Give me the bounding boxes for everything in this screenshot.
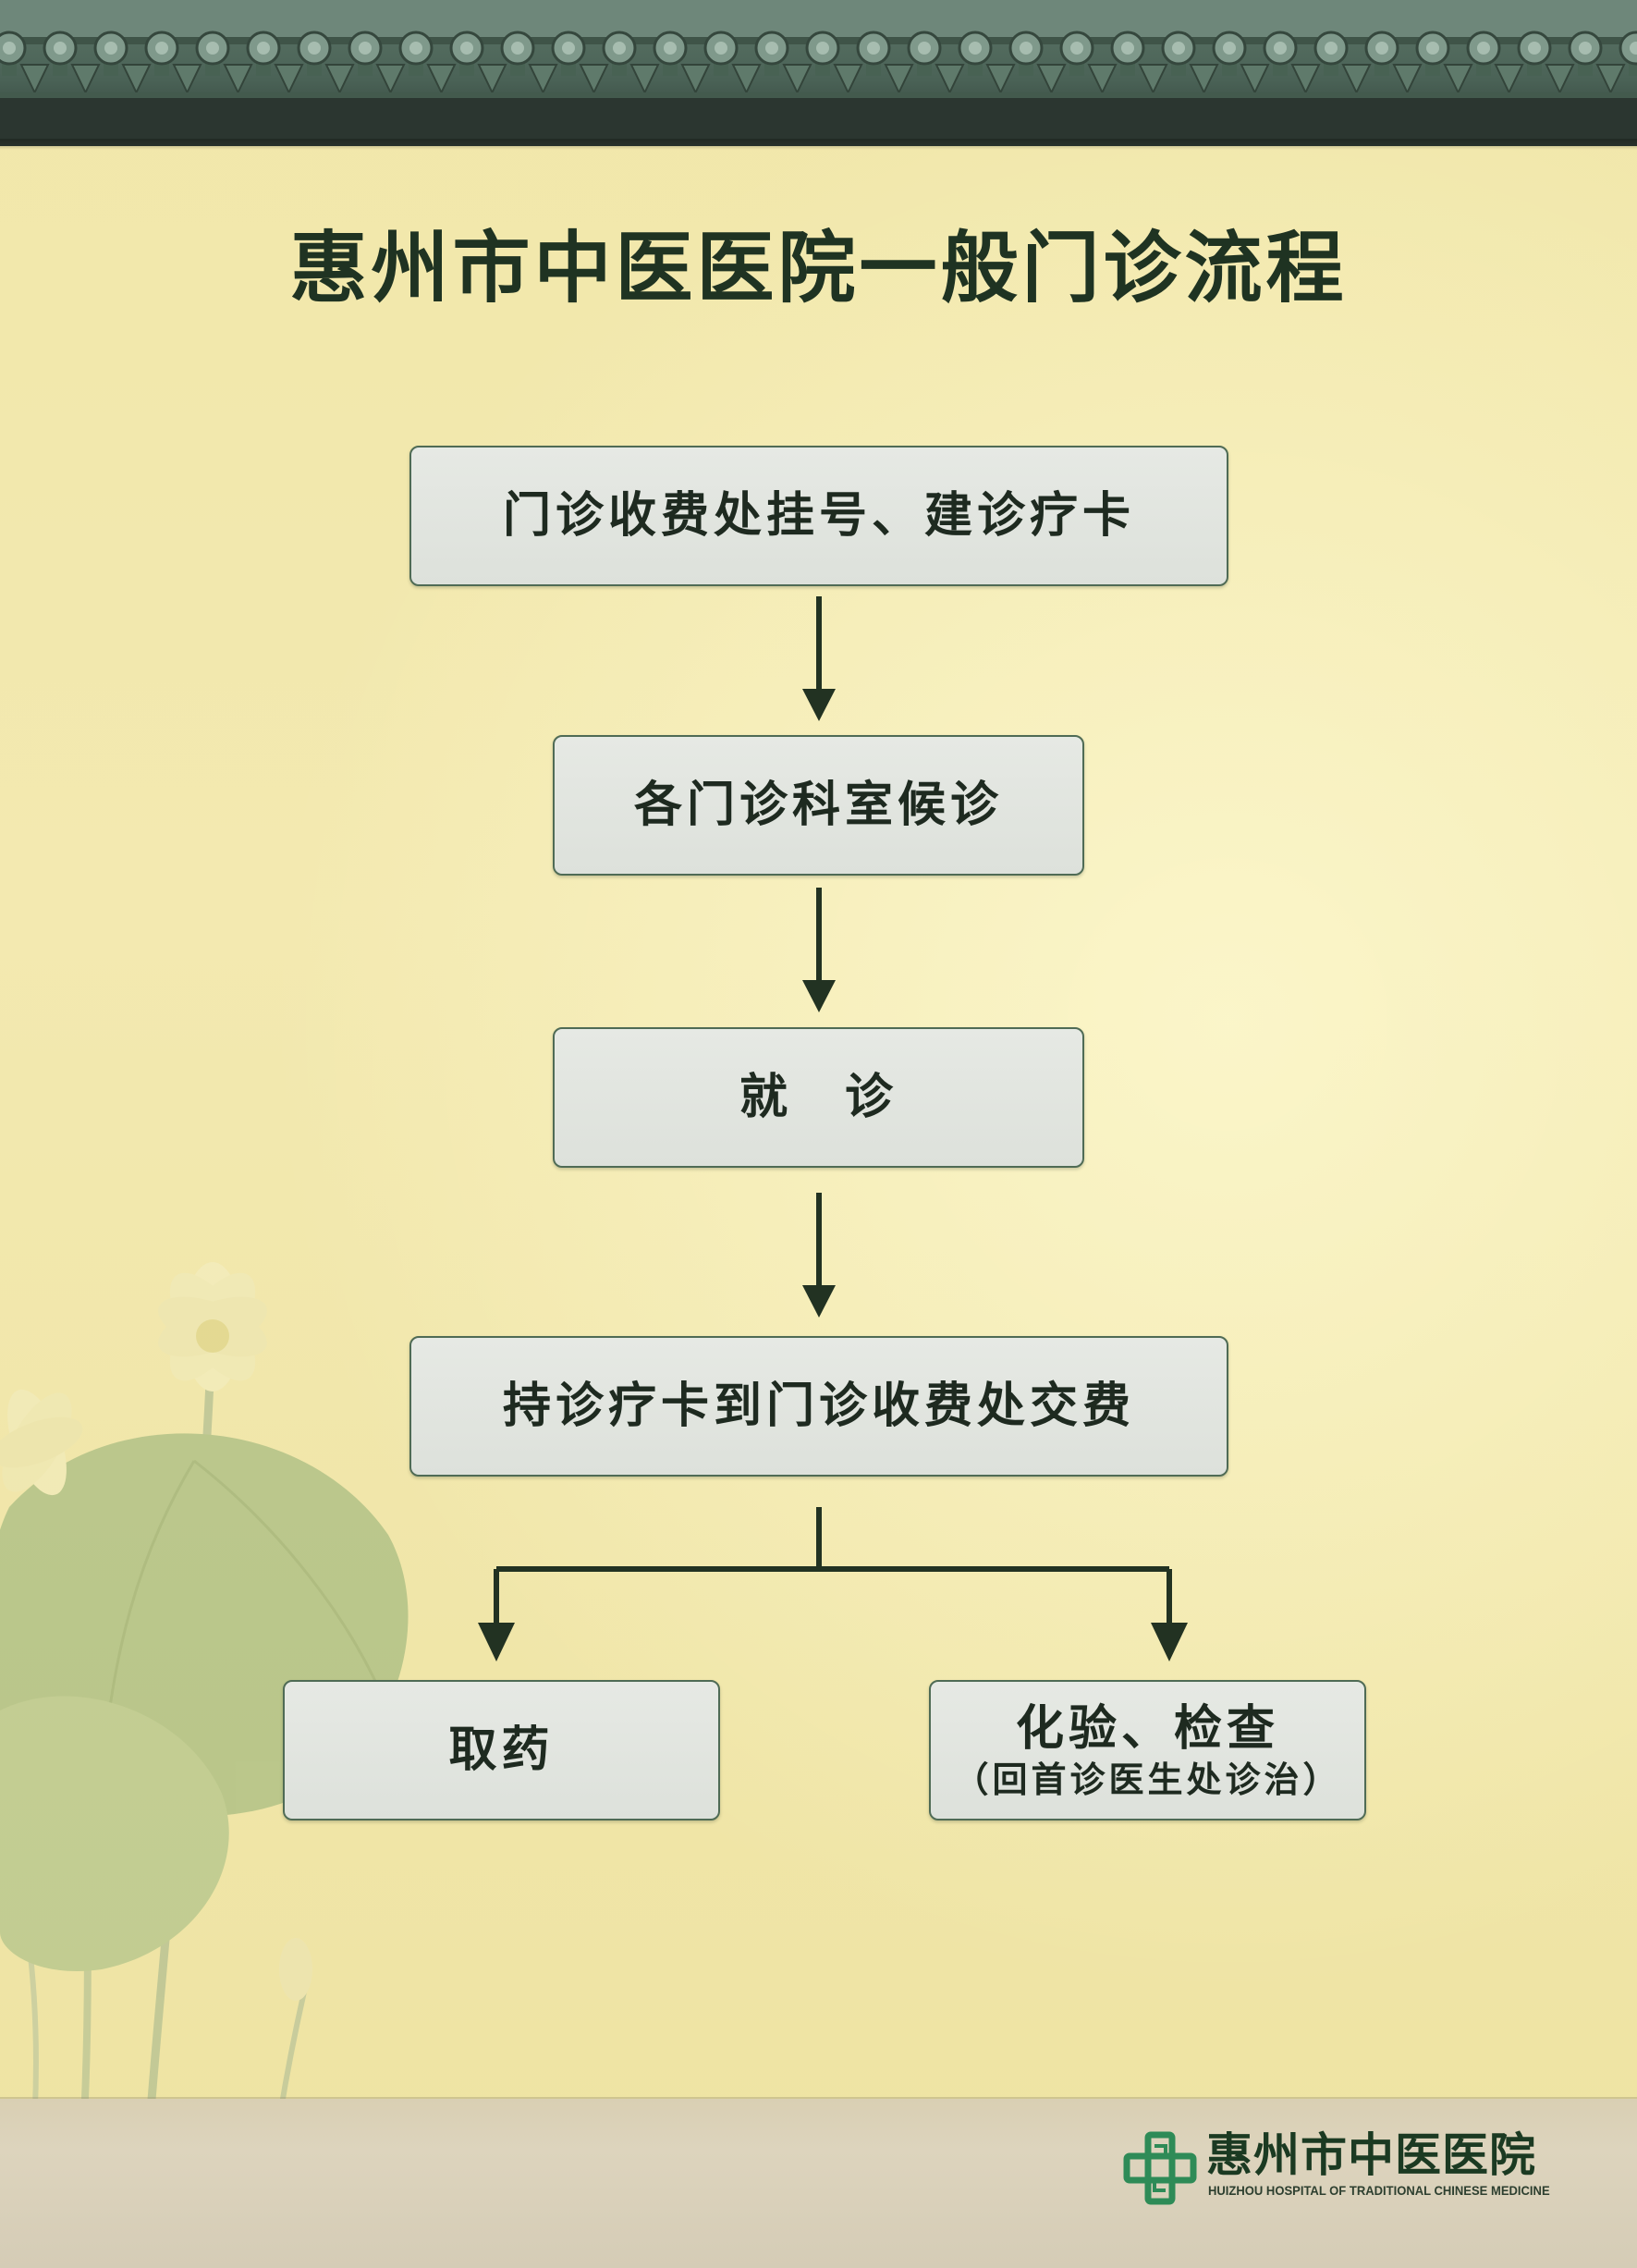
step-wait-box: 各门诊科室候诊	[553, 735, 1084, 876]
hospital-name-english: HUIZHOU HOSPITAL OF TRADITIONAL CHINESE …	[1208, 2183, 1550, 2198]
floor-band	[0, 2099, 1637, 2268]
roof-shadow	[0, 139, 1637, 150]
roof-tiles-decoration	[0, 0, 1637, 146]
step-payment-box: 持诊疗卡到门诊收费处交费	[409, 1336, 1228, 1477]
step-register-label: 门诊收费处挂号、建诊疗卡	[502, 488, 1135, 544]
hospital-name: 惠州市中医医院	[1206, 2128, 1536, 2182]
branch-medicine-label: 取药	[448, 1722, 555, 1778]
arrow-2-head	[802, 980, 836, 1012]
branch-medicine-box: 取药	[283, 1680, 720, 1821]
arrow-right-head	[1151, 1623, 1188, 1661]
branch-lines	[494, 1507, 1172, 1632]
branch-test-box: 化验、检查 （回首诊医生处诊治）	[929, 1680, 1366, 1821]
step-consult-label: 就 诊	[739, 1070, 898, 1125]
arrow-3-head	[802, 1285, 836, 1318]
hospital-cross-logo-icon	[1123, 2131, 1197, 2205]
page-title: 惠州市中医医院一般门诊流程	[289, 223, 1348, 313]
step-wait-label: 各门诊科室候诊	[633, 778, 1003, 833]
step-payment-label: 持诊疗卡到门诊收费处交费	[502, 1379, 1135, 1434]
branch-test-sublabel: （回首诊医生处诊治）	[953, 1759, 1342, 1800]
step-register-box: 门诊收费处挂号、建诊疗卡	[409, 446, 1228, 586]
arrow-left-head	[478, 1623, 515, 1661]
arrow-1-head	[802, 689, 836, 721]
branch-test-label: 化验、检查	[1015, 1701, 1279, 1757]
step-consult-box: 就 诊	[553, 1027, 1084, 1168]
